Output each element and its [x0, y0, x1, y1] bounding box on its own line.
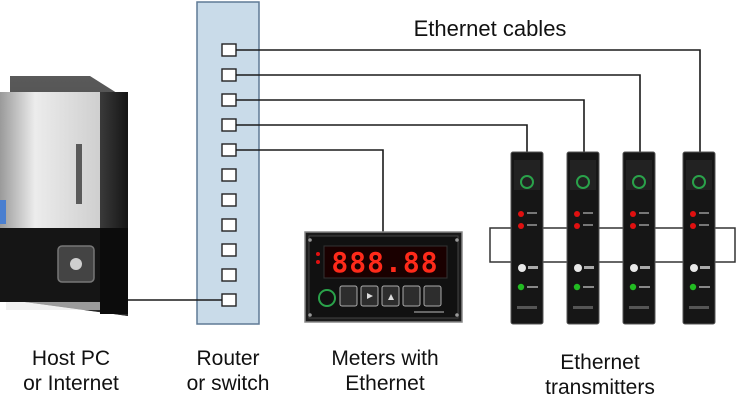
meter-key-1	[339, 285, 358, 307]
router-port-8	[221, 218, 237, 232]
cable-router-to-transmitter-1	[236, 124, 528, 152]
host-pc-label: Host PC or Internet	[0, 346, 142, 396]
router-port-7	[221, 193, 237, 207]
cable-router-to-transmitter-3	[236, 74, 641, 152]
transmitters-label-line-1: Ethernet	[560, 351, 640, 374]
router-port-11	[221, 293, 237, 307]
cable-router-to-meter	[236, 149, 384, 232]
router-port-1	[221, 43, 237, 57]
meter-logo-icon	[318, 289, 336, 307]
panel-meter: 888.88	[304, 231, 463, 323]
router-port-6	[221, 168, 237, 182]
meters-label: Meters with Ethernet	[305, 346, 465, 396]
meter-display-digits: 888.88	[331, 246, 438, 279]
router-port-5	[221, 143, 237, 157]
transmitter-2	[566, 151, 600, 325]
meters-label-line-1: Meters with	[331, 347, 439, 370]
router-label-line-2: or switch	[186, 372, 270, 395]
cable-router-to-transmitter-4	[236, 49, 701, 152]
host-pc-image	[0, 76, 128, 316]
transmitter-3	[622, 151, 656, 325]
meter-display	[323, 245, 448, 279]
transmitter-1	[510, 151, 544, 325]
transmitter-4	[682, 151, 716, 325]
cable-router-to-transmitter-2	[236, 99, 585, 152]
router-port-9	[221, 243, 237, 257]
router-label: Router or switch	[158, 346, 298, 396]
router-switch	[196, 1, 260, 325]
transmitters-label: Ethernet transmitters	[520, 350, 680, 400]
meter-key-5	[423, 285, 442, 307]
ethernet-cables-title: Ethernet cables	[414, 16, 567, 41]
router-label-line-1: Router	[196, 347, 260, 370]
meter-key-4	[402, 285, 421, 307]
router-port-2	[221, 68, 237, 82]
host-pc-label-line-2: or Internet	[23, 372, 119, 395]
router-port-3	[221, 93, 237, 107]
transmitters-label-line-2: transmitters	[545, 376, 655, 399]
router-port-4	[221, 118, 237, 132]
router-port-10	[221, 268, 237, 282]
host-pc-label-line-1: Host PC	[31, 347, 111, 370]
meters-label-line-2: Ethernet	[345, 372, 425, 395]
